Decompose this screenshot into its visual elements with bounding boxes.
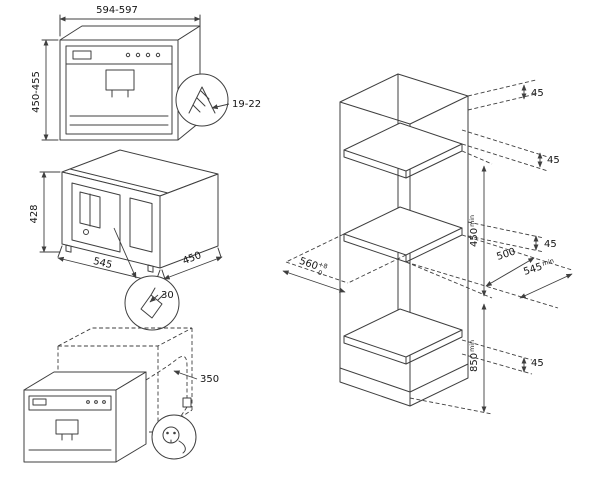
side-height-label: 428	[29, 204, 40, 223]
front-view-drawing	[59, 25, 201, 141]
cabinet-niche-width-label: 500	[495, 246, 517, 262]
cabinet-dim-inner-depth: 545min	[519, 257, 573, 299]
front-height-dimension: 450-455	[31, 39, 59, 141]
front-detail-callout: 19-22	[175, 73, 261, 127]
cabinet-dim-bottom-clearance: 45	[461, 339, 544, 375]
cabinet-drawing	[339, 73, 469, 407]
side-depth-label: 545	[92, 256, 113, 271]
cabinet-upper-clearance-label: 45	[547, 155, 560, 166]
cabinet-niche-height-label: 450min	[469, 215, 480, 247]
cabinet-mid-clearance-label: 45	[544, 239, 557, 250]
cable-length-label: 350	[200, 374, 219, 385]
cabinet-inner-depth-label: 545min	[522, 257, 556, 277]
side-height-dimension: 428	[29, 171, 61, 253]
front-width-label: 594-597	[96, 5, 138, 16]
installed-view-drawing	[23, 327, 193, 463]
cabinet-plinth-height-label: 850min	[469, 340, 480, 372]
cabinet-dim-top-clearance: 45	[467, 79, 544, 111]
cabinet-dim-plinth-height: 850min	[409, 303, 493, 415]
side-view-drawing	[61, 149, 219, 273]
plug-depth-label: 30	[161, 290, 174, 301]
plug-detail-callout: 30	[113, 227, 180, 331]
cable-length-dimension: 350	[173, 370, 219, 385]
cabinet-bottom-clearance-label: 45	[531, 358, 544, 369]
cabinet-dim-mid-clearance: 45	[467, 221, 557, 253]
cabinet-top-clearance-label: 45	[531, 88, 544, 99]
front-width-dimension: 594-597	[59, 5, 201, 37]
socket-detail-callout	[151, 406, 197, 460]
front-height-label: 450-455	[31, 71, 42, 113]
cabinet-dim-upper-clearance: 45	[461, 129, 560, 172]
front-gap-label: 19-22	[232, 99, 261, 110]
